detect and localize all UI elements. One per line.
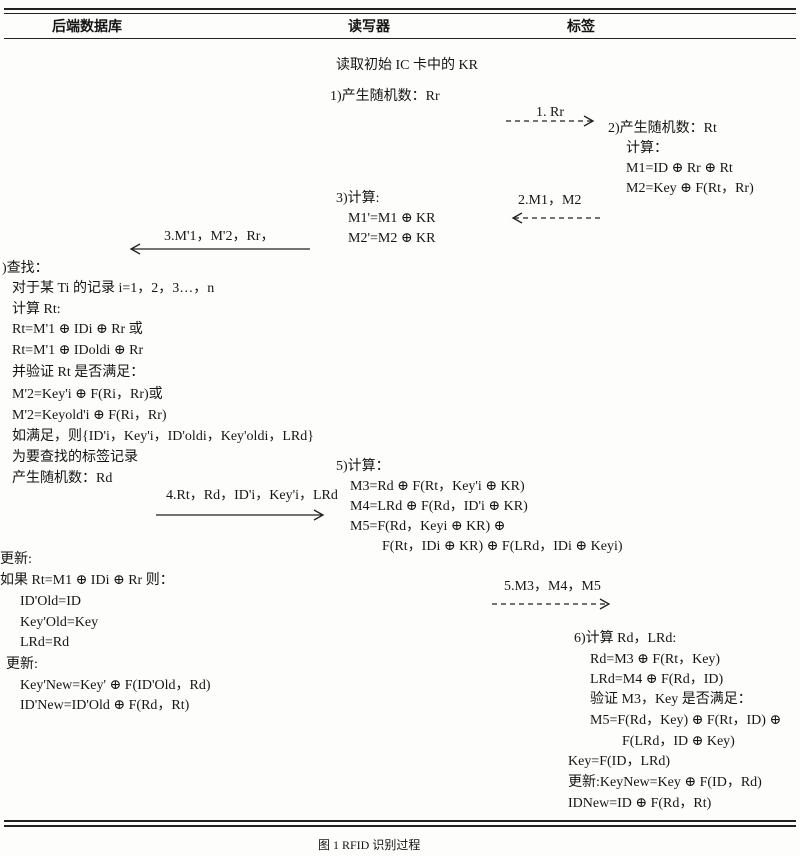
message-4-arrow [156, 509, 325, 521]
tag-step6-line5: Key=F(ID，LRd) [568, 754, 670, 769]
tag-step6-line1: Rd=M3 ⊕ F(Rt，Key) [590, 652, 721, 667]
backend-step4-line6: 如满足，则{ID'i，Key'i，ID'oldi，Key'oldi，LRd} [12, 429, 314, 444]
backend-step4-line4: M'2=Key'i ⊕ F(Ri，Rr)或 [12, 387, 163, 402]
message-3-arrow [129, 243, 310, 255]
backend-update-line1: ID'Old=ID [20, 594, 81, 609]
reader-step3-line1: M1'=M1 ⊕ KR [348, 211, 436, 226]
backend-step4-line2: Rt=M'1 ⊕ IDi ⊕ Rr 或 [12, 322, 143, 337]
backend-update2-line1: Key'New=Key' ⊕ F(ID'Old，Rd) [20, 678, 211, 693]
reader-step3-line2: M2'=M2 ⊕ KR [348, 231, 436, 246]
header-reader: 读写器 [348, 18, 390, 34]
reader-step5-line1: M3=Rd ⊕ F(Rt，Key'i ⊕ KR) [350, 479, 525, 494]
reader-step5-title: 5)计算： [336, 459, 390, 474]
backend-step4-line7: 为要查找的标签记录 [12, 450, 138, 465]
tag-step6-title: 6)计算 Rd，LRd: [574, 631, 677, 646]
backend-step4-line3: Rt=M'1 ⊕ IDoldi ⊕ Rr [12, 343, 144, 358]
top-rule-lower [4, 13, 796, 14]
backend-step4-line8: 产生随机数：Rd [12, 471, 113, 486]
message-5-label: 5.M3，M4，M5 [504, 579, 601, 594]
backend-step4-calc: 计算 Rt: [12, 302, 61, 317]
reader-step5-line2: M4=LRd ⊕ F(Rd，ID'i ⊕ KR) [350, 499, 528, 514]
message-1-label: 1. Rr [536, 105, 564, 120]
tag-step2-title: 2)产生随机数：Rt [608, 121, 717, 136]
backend-update2-title: 更新: [6, 657, 38, 672]
message-5-arrow [492, 598, 611, 610]
tag-step6-line2: LRd=M4 ⊕ F(Rd，ID) [590, 672, 724, 687]
message-2-label: 2.M1，M2 [518, 193, 582, 208]
reader-step5-line3: M5=F(Rd，Keyi ⊕ KR) ⊕ [350, 519, 506, 534]
reader-step3-title: 3)计算: [336, 191, 380, 206]
tag-step6-verify: 验证 M3，Key 是否满足： [590, 692, 752, 707]
tag-step6-line4: F(LRd，ID ⊕ Key) [622, 734, 735, 749]
message-2-arrow [511, 212, 600, 224]
message-4-label: 4.Rt，Rd，ID'i，Key'i，LRd [166, 488, 338, 503]
backend-update-title: 更新: [0, 552, 32, 567]
message-1-arrow [506, 115, 595, 127]
tag-step2-line2: M2=Key ⊕ F(Rt，Rr) [626, 181, 754, 196]
figure-caption: 图 1 RFID 识别过程 [318, 838, 421, 852]
backend-step4-title: )查找： [2, 261, 49, 276]
tag-step2-calc: 计算： [626, 141, 668, 156]
header-rule [4, 38, 796, 39]
top-rule-upper [4, 8, 796, 10]
reader-read-kr: 读取初始 IC 卡中的 KR [336, 58, 478, 73]
backend-step4-line1: 对于某 Ti 的记录 i=1，2，3…，n [12, 281, 215, 296]
tag-step6-line3: M5=F(Rd，Key) ⊕ F(Rt，ID) ⊕ [590, 713, 782, 728]
backend-update-line2: Key'Old=Key [20, 615, 99, 630]
bottom-rule-upper [4, 820, 796, 822]
backend-update-if: 如果 Rt=M1 ⊕ IDi ⊕ Rr 则： [0, 573, 174, 588]
backend-step4-line5: M'2=Keyold'i ⊕ F(Ri，Rr) [12, 408, 167, 423]
message-3-label: 3.M'1，M'2，Rr， [164, 229, 275, 244]
reader-step5-line4: F(Rt，IDi ⊕ KR) ⊕ F(LRd，IDi ⊕ Keyi) [382, 539, 623, 554]
tag-step6-line6: 更新:KeyNew=Key ⊕ F(ID，Rd) [568, 775, 762, 790]
header-tag: 标签 [567, 18, 595, 34]
reader-step1: 1)产生随机数：Rr [330, 89, 440, 104]
tag-step6-line7: IDNew=ID ⊕ F(Rd，Rt) [568, 796, 712, 811]
header-backend: 后端数据库 [52, 18, 122, 34]
bottom-rule-lower [4, 825, 796, 827]
backend-step4-verify: 并验证 Rt 是否满足： [12, 365, 145, 380]
backend-update2-line2: ID'New=ID'Old ⊕ F(Rd，Rt) [20, 698, 190, 713]
backend-update-line3: LRd=Rd [20, 635, 70, 650]
tag-step2-line1: M1=ID ⊕ Rr ⊕ Rt [626, 161, 733, 176]
